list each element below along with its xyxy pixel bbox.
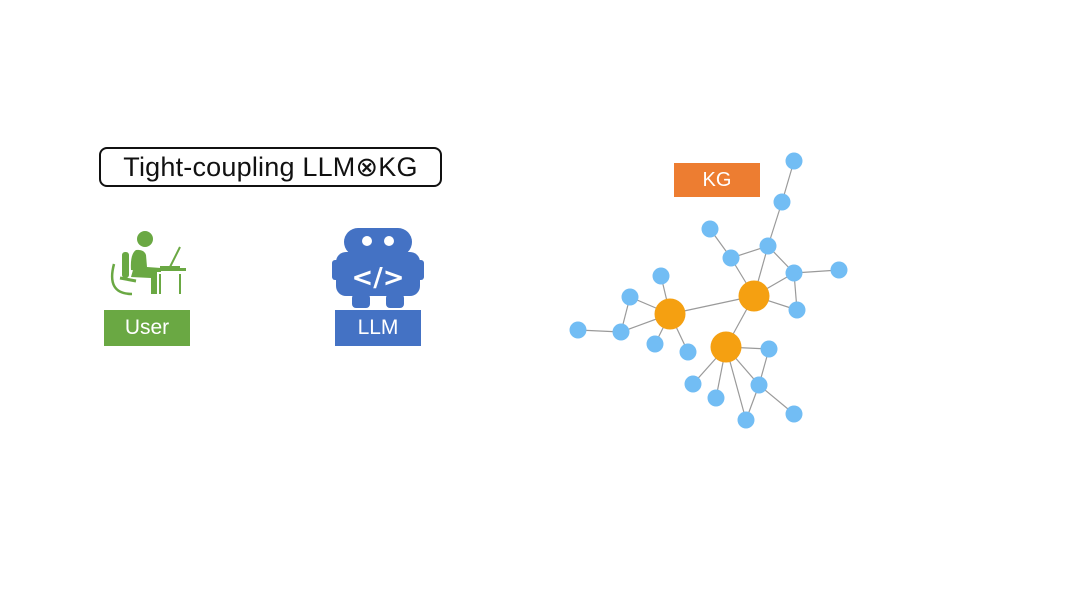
graph-hub-node (710, 331, 742, 363)
graph-leaf-node (750, 376, 768, 394)
graph-hub-node (738, 280, 770, 312)
graph-leaf-node (684, 375, 702, 393)
graph-leaf-node (785, 152, 803, 170)
graph-leaf-node (621, 288, 639, 306)
graph-leaf-node (646, 335, 664, 353)
graph-leaf-node (737, 411, 755, 429)
graph-leaf-node (707, 389, 725, 407)
kg-label: KG (674, 163, 760, 197)
graph-leaf-node (773, 193, 791, 211)
graph-hub-node (654, 298, 686, 330)
graph-leaf-node (785, 405, 803, 423)
graph-leaf-node (722, 249, 740, 267)
user-at-desk-icon (110, 231, 186, 296)
graph-leaf-node (652, 267, 670, 285)
graph-leaf-node (830, 261, 848, 279)
graph-leaf-node (701, 220, 719, 238)
graph-leaf-node (612, 323, 630, 341)
graph-leaf-node (760, 340, 778, 358)
graph-leaf-node (785, 264, 803, 282)
user-label: User (104, 310, 190, 346)
diagram-title: Tight-coupling LLM⊗KG (99, 147, 442, 187)
svg-text:</>: </> (351, 263, 404, 293)
robot-code-icon: </> (332, 228, 424, 308)
graph-leaf-node (569, 321, 587, 339)
graph-leaf-node (788, 301, 806, 319)
llm-label: LLM (335, 310, 421, 346)
graph-leaf-node (679, 343, 697, 361)
graph-leaf-node (759, 237, 777, 255)
